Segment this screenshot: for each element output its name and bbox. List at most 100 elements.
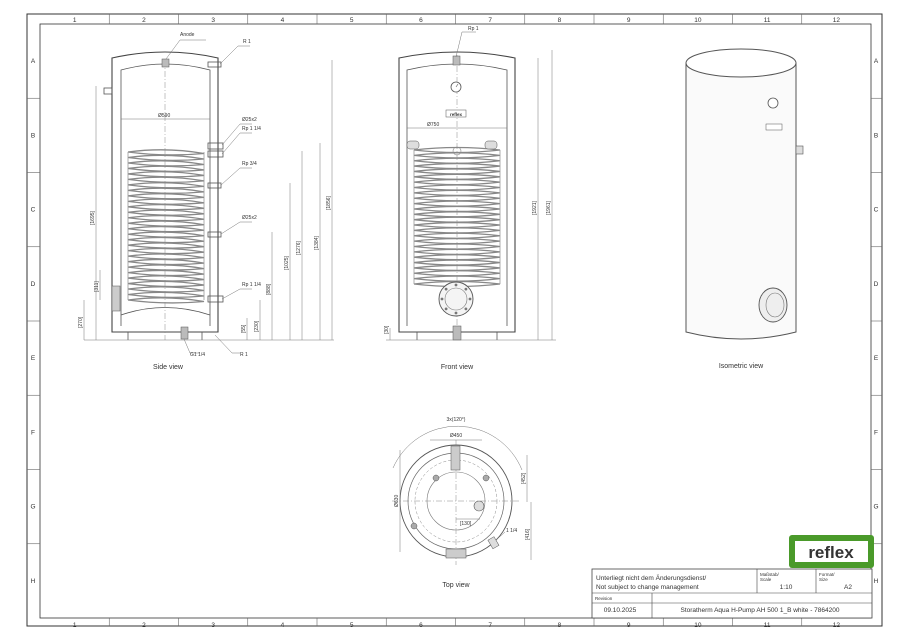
grid-col-top: 3 [211,17,215,24]
grid-col-top: 4 [281,17,285,24]
front-port-left [406,140,420,150]
tb-note-en: Not subject to change management [596,584,699,591]
grid-row-left: C [31,207,36,214]
top-connection-upper [450,445,461,471]
tb-title: Storatherm Aqua H-Pump AH 500 1_B white … [681,607,840,614]
side-flange [111,285,121,312]
grid-row-left: F [31,429,35,436]
grid-col-bottom: 3 [211,622,215,629]
coil-loop [127,264,205,271]
outer-frame [26,13,883,627]
side-port-left [103,87,113,95]
top-fitting-c [410,522,418,530]
coil-loop [127,297,205,304]
leader-g114 [183,338,200,354]
grid-col-top: 2 [142,17,146,24]
grid-col-bottom: 12 [833,622,841,629]
side-bottom-outlet [180,326,189,340]
coil-loop [127,149,205,156]
side-anode-fitting [161,58,170,68]
top-port-r114 [487,536,500,550]
grid-row-right: G [873,504,878,511]
side-label-d25-a: Ø25x2 [242,117,257,123]
tb-scale-label-2: Scale [760,577,772,582]
bolt-icon [454,283,458,287]
thermometer-needle [455,83,459,88]
leader-rp114-b [221,288,252,300]
top-dim-d1: Ø450 [450,433,462,439]
coil-loop [127,176,205,183]
coil-loop [127,203,205,211]
leader-d25-b [220,221,252,235]
iso-side-port [795,145,804,155]
side-dim-d5: [1025] [284,255,290,270]
grid-col-bottom: 8 [558,622,562,629]
side-label-rp114-a: Rp 1 1/4 [242,126,261,132]
front-dim-h1: [1921] [532,200,538,215]
coil-loop [127,236,205,244]
leader-d25-a [221,123,252,146]
top-angle-arc [392,425,523,471]
side-port-r1-top [207,61,222,68]
side-dim-d9: [230] [254,320,260,332]
side-label-r1-bottom: R 1 [240,352,248,358]
grid-row-left: D [31,281,36,288]
coil-loop [127,291,205,299]
front-flange [438,281,474,317]
coil-loop [127,154,205,162]
leader-r1-bottom [214,334,240,354]
grid-col-top: 5 [350,17,354,24]
grid-col-bottom: 2 [142,622,146,629]
coil-loop [127,193,205,200]
top-fitting-b [482,474,490,482]
grid-col-bottom: 6 [419,622,423,629]
grid-col-bottom: 7 [488,622,492,629]
coil-loop [127,165,205,173]
grid-row-right: H [874,578,879,585]
bolt-icon [464,287,468,291]
front-tank-outline [398,51,516,333]
title-block: Unterliegt nicht dem Änderungsdienst/ No… [591,568,873,619]
side-dim-d8: [270] [78,316,84,328]
leader-rp34 [220,167,252,186]
bolt-icon [440,297,444,301]
grid-col-bottom: 4 [281,622,285,629]
grid-col-top: 10 [694,17,702,24]
grid-col-top: 9 [627,17,631,24]
side-port-5 [207,295,224,303]
coil-loop [127,269,205,277]
coil-loop [127,209,205,216]
top-view: 3x(120°) Ø450 Ø630 [452] [416] [130] 1 1… [392,417,532,589]
top-dim-d3: [452] [521,472,527,484]
side-dim-d10: [55] [241,324,247,333]
bolt-icon [444,307,448,311]
iso-tank-top [685,48,797,78]
coil-loop [127,171,205,178]
logo: reflex [789,535,874,568]
iso-thermometer-icon [767,97,779,109]
iso-flange-inner [765,292,785,318]
side-port-2 [207,150,224,158]
side-view: Anode R 1 Ø25x2 Rp 1 1/4 Rp 3/4 Ø25x2 Rp… [78,32,334,371]
grid-row-right: C [874,207,879,214]
grid-col-top: 11 [764,17,771,24]
grid-col-top: 1 [73,17,77,24]
side-view-caption: Side view [153,364,184,371]
coil-loop [127,247,205,255]
side-dim-d3: [1384] [314,235,320,250]
side-heat-exchanger-coil [127,149,205,304]
side-label-rp114-b: Rp 1 1/4 [242,282,261,288]
logo-text: reflex [808,543,854,562]
front-dim-h2: [1961] [546,200,552,215]
grid-row-right: F [874,429,878,436]
side-label-r1-top: R 1 [243,39,251,45]
side-tank-outline [111,51,219,333]
side-dim-d7: [311] [94,281,100,292]
coil-loop [127,182,205,189]
grid-row-right: B [874,132,878,139]
leader-rp114-a [221,132,252,155]
grid-col-bottom: 11 [764,622,771,629]
coil-loop [127,253,205,260]
top-connection-lower [445,548,467,559]
front-flange-inner [444,287,468,311]
